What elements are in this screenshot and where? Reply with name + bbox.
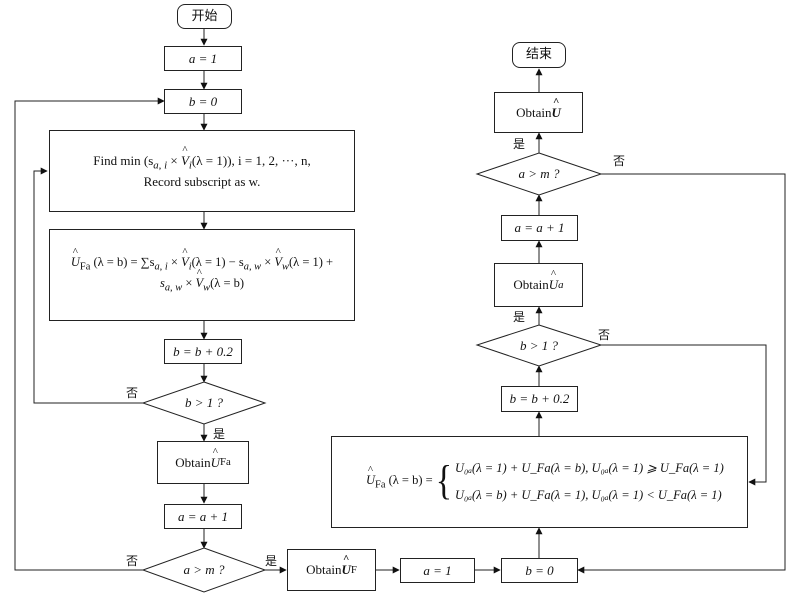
- decision-a-left: a > m ?: [143, 548, 265, 592]
- label-no-decision-b-left: 否: [126, 386, 139, 400]
- find-min-line1: Find min (sa, i × Vi(λ = 1)), i = 1, 2, …: [93, 143, 310, 173]
- edge-deca-no-loop: [14, 97, 165, 571]
- process-b-increment-left: b = b + 0.2: [164, 339, 242, 364]
- process-b-equals-0-bottom: b = 0: [501, 558, 578, 583]
- label-yes-decision-a-left: 是: [265, 554, 278, 568]
- decision-a-left-text: a > m ?: [183, 562, 225, 577]
- find-min-line2: Record subscript as w.: [143, 173, 261, 189]
- decision-b-right-text: b > 1 ?: [519, 337, 559, 353]
- piecewise-case-2: U₀ₐ(λ = b) + U_Fa(λ = 1), U₀ₐ(λ = 1) < U…: [455, 488, 722, 502]
- decision-a-right-shape: [475, 152, 603, 196]
- process-a-equals-1-text: a = 1: [188, 50, 218, 66]
- process-a-equals-1: a = 1: [164, 46, 242, 71]
- decision-a-right: a > m ?: [477, 153, 601, 195]
- label-no-decision-b-right: 否: [598, 328, 611, 342]
- a-increment-left-text: a = a + 1: [177, 508, 229, 524]
- label-yes-decision-b-right: 是: [513, 310, 526, 324]
- process-update-ufa: UFa (λ = b) = ∑sa, i × Vi(λ = 1) − sa, w…: [49, 229, 355, 321]
- process-find-min: Find min (sa, i × Vi(λ = 1)), i = 1, 2, …: [49, 130, 355, 212]
- process-b-increment-right: b = b + 0.2: [501, 386, 578, 412]
- decision-b-left-shape: [141, 381, 267, 425]
- decision-a-left-shape: [141, 547, 267, 593]
- b-increment-right-text: b = b + 0.2: [509, 391, 570, 407]
- b-equals-0-bottom-text: b = 0: [525, 562, 554, 578]
- label-no-decision-a-left: 否: [126, 554, 139, 568]
- piecewise-lhs: UFa (λ = b) =: [340, 463, 433, 493]
- decision-b-right-shape: [475, 324, 603, 367]
- process-b-equals-0: b = 0: [164, 89, 242, 114]
- edge-decb-right-no: [601, 344, 767, 486]
- label-no-decision-a-right: 否: [613, 154, 626, 168]
- decision-b-right: b > 1 ?: [477, 325, 601, 366]
- update-ufa-line2: sa, w × Vw(λ = b): [160, 266, 244, 296]
- process-obtain-ufa: Obtain UFa: [157, 441, 249, 484]
- piecewise-case-1: U₀ₐ(λ = 1) + U_Fa(λ = b), U₀ₐ(λ = 1) ⩾ U…: [455, 461, 724, 476]
- process-a-equals-1-bottom: a = 1: [400, 558, 475, 583]
- label-yes-decision-a-right: 是: [513, 137, 526, 151]
- start-terminal: 开始: [177, 4, 232, 29]
- process-a-increment-left: a = a + 1: [164, 504, 242, 529]
- process-a-increment-right: a = a + 1: [501, 215, 578, 241]
- process-obtain-uf: Obtain UF: [287, 549, 376, 591]
- decision-b-left: b > 1 ?: [143, 382, 265, 424]
- label-yes-decision-b-left: 是: [213, 427, 226, 441]
- a-equals-1-bottom-text: a = 1: [423, 562, 452, 578]
- process-obtain-u: Obtain U: [494, 92, 583, 133]
- process-piecewise-ufa: UFa (λ = b) = { U₀ₐ(λ = 1) + U_Fa(λ = b)…: [331, 436, 748, 528]
- a-increment-right-text: a = a + 1: [514, 220, 565, 236]
- edge-deca-right-no: [577, 173, 786, 574]
- process-obtain-ua: Obtain Ua: [494, 263, 583, 307]
- piecewise-cases: U₀ₐ(λ = 1) + U_Fa(λ = b), U₀ₐ(λ = 1) ⩾ U…: [455, 460, 724, 504]
- piecewise-brace: {: [435, 459, 453, 504]
- decision-a-right-text: a > m ?: [518, 166, 560, 181]
- edge-decb-no-loop: [33, 167, 143, 404]
- update-ufa-line1: UFa (λ = b) = ∑sa, i × Vi(λ = 1) − sa, w…: [71, 246, 333, 275]
- decision-b-left-text: b > 1 ?: [184, 395, 224, 410]
- b-increment-left-text: b = b + 0.2: [173, 343, 233, 359]
- end-terminal: 结束: [512, 42, 566, 68]
- process-b-equals-0-text: b = 0: [188, 93, 218, 109]
